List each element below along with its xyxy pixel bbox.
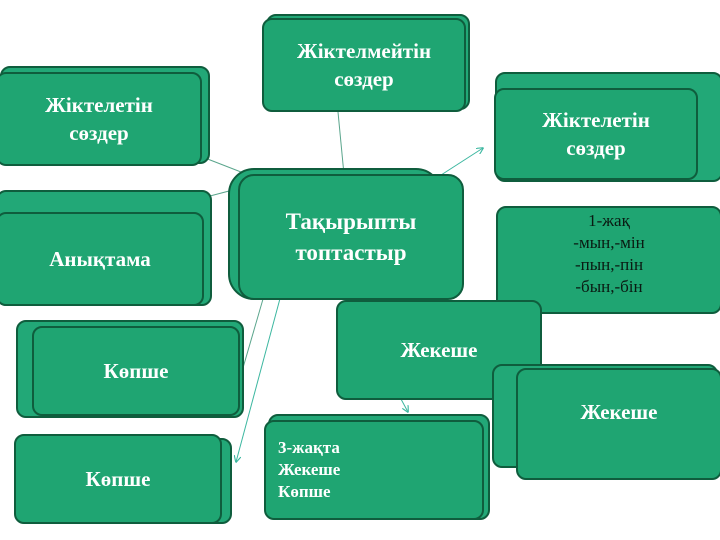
- left-low-node-label: Көпше: [103, 358, 169, 383]
- center-bottom-node-label: 3-жақта Жекеше Көпше: [278, 437, 341, 502]
- center-low-node: Жекеше: [336, 300, 542, 400]
- left-bottom-node: Көпше: [14, 434, 222, 524]
- right-mid-node: 1-жақ -мын,-мін -пын,-пін -бын,-бін: [496, 206, 720, 314]
- left-mid-node: Анықтама: [0, 212, 204, 306]
- center-node: Тақырыпты топтастыр: [238, 174, 464, 300]
- center-bottom-node: 3-жақта Жекеше Көпше: [264, 420, 484, 520]
- top-node: Жіктелмейтін сөздер: [262, 18, 466, 112]
- left-top-node: Жіктелетін сөздер: [0, 72, 202, 166]
- right-top-node-label: Жіктелетін сөздер: [542, 107, 650, 160]
- center-low-node-label: Жекеше: [400, 337, 478, 362]
- center-node-label: Тақырыпты топтастыр: [285, 208, 417, 265]
- right-low-node-label: Жекеше: [580, 400, 658, 424]
- right-top-node: Жіктелетін сөздер: [494, 88, 698, 180]
- left-low-node: Көпше: [32, 326, 240, 416]
- connector-to-left-bottom: [236, 279, 286, 462]
- left-mid-node-label: Анықтама: [49, 246, 151, 271]
- left-top-node-label: Жіктелетін сөздер: [45, 92, 153, 145]
- right-mid-node-label: 1-жақ -мын,-мін -пын,-пін -бын,-бін: [573, 211, 645, 297]
- top-node-label: Жіктелмейтін сөздер: [296, 38, 432, 91]
- right-low-node: Жекеше: [516, 368, 720, 480]
- left-bottom-node-label: Көпше: [85, 466, 151, 491]
